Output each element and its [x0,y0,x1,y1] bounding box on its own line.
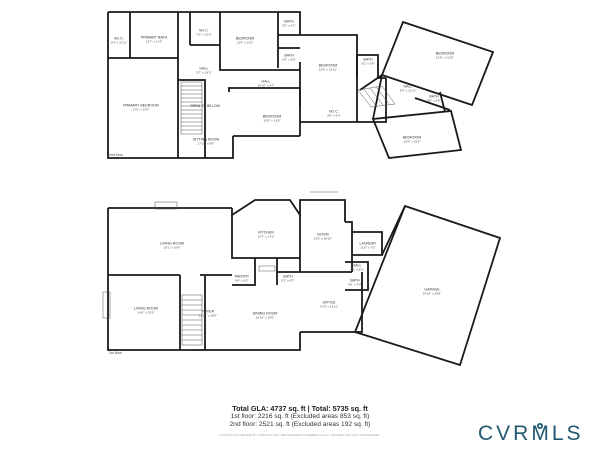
room-label: W.I.C.9'4" x 11'11" [110,36,128,45]
room-label: W.I.C.7'0" x 12'0" [196,28,212,37]
floor-label-second: 2nd floor [109,153,123,157]
room-label: OPEN TO BELOW [189,103,221,108]
second-floor-stairs [180,81,396,135]
area-totals: Total GLA: 4737 sq. ft | Total: 5735 sq.… [0,404,600,429]
disclaimer-text: FLOOR PLAN CREATED BY CUBICASA APP. MEAS… [219,434,381,437]
room-label: W.I.C.5'9" x 6'0" [327,109,341,118]
second-floor-walls [107,11,495,159]
first-floor-walls [107,199,502,367]
total-gla: Total GLA: 4737 sq. ft | Total: 5735 sq.… [232,404,368,413]
second-floor-area: 2nd floor: 2521 sq. ft (Excluded areas 1… [229,421,371,429]
first-floor-details [102,191,338,346]
location-pin-icon [537,423,543,429]
cvrmls-logo: CVRMLS [478,422,584,444]
first-floor-area: 1st floor: 2216 sq. ft (Excluded areas 8… [230,413,370,420]
floor-label-first: 1st floor [109,351,122,355]
logo-wordmark: CVRMLS [478,422,584,444]
